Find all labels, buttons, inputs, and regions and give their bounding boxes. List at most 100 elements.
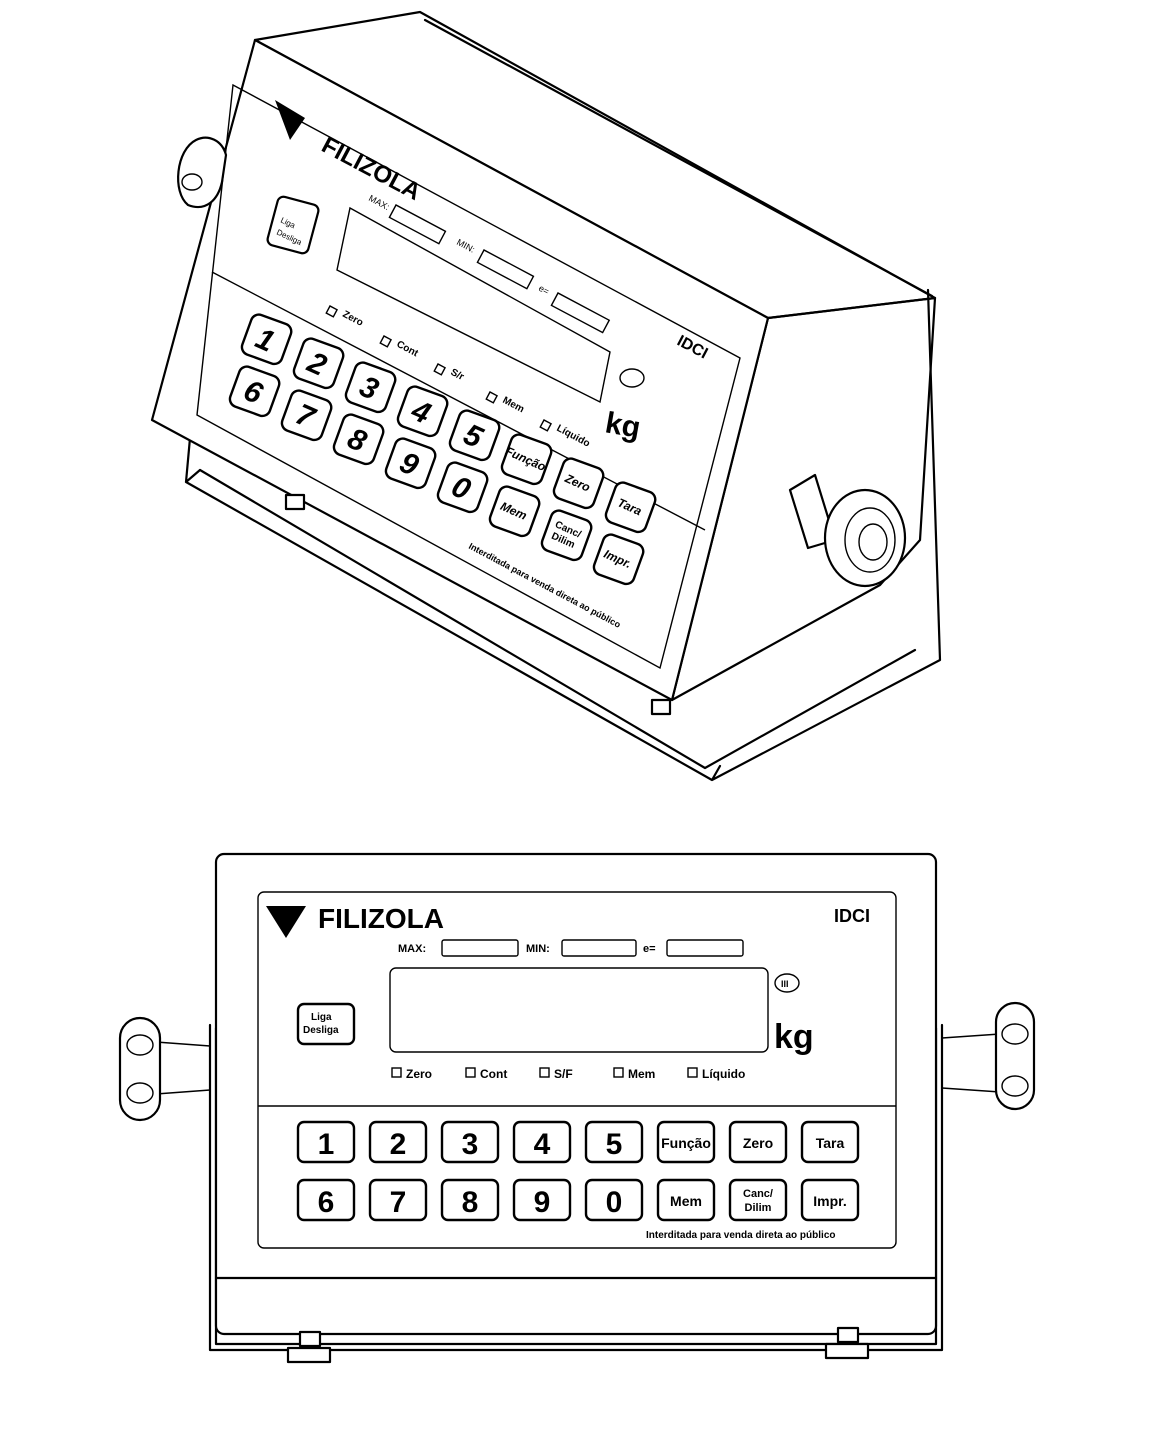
front-power-button[interactable] [296, 1002, 356, 1046]
front-key-label: Função [661, 1135, 711, 1151]
iso-key[interactable] [344, 360, 398, 414]
iso-key[interactable] [488, 484, 542, 538]
front-key[interactable] [800, 1120, 860, 1164]
front-foot-left [286, 1346, 332, 1364]
front-indicator-label: Zero [406, 1067, 432, 1081]
front-key[interactable] [584, 1120, 644, 1164]
front-key-label: 8 [462, 1186, 479, 1219]
front-key-label: Zero [743, 1135, 773, 1151]
iso-foot-left [284, 493, 306, 511]
front-key[interactable] [656, 1178, 716, 1222]
front-key[interactable] [368, 1178, 428, 1222]
iso-indicator-lamp [379, 335, 393, 348]
iso-bracket [184, 288, 942, 782]
front-brand-text: FILIZOLA [318, 903, 444, 934]
front-max-label: MAX: [398, 943, 426, 955]
iso-key[interactable] [228, 364, 282, 418]
iso-key[interactable] [396, 384, 450, 438]
iso-class-mark [619, 368, 645, 388]
front-logo-icon [266, 906, 306, 938]
front-key[interactable] [296, 1178, 356, 1222]
front-key[interactable] [440, 1178, 500, 1222]
front-key-label: 2 [390, 1128, 407, 1161]
front-key[interactable] [728, 1120, 788, 1164]
front-key[interactable] [728, 1178, 788, 1222]
iso-key[interactable] [500, 432, 554, 486]
front-indicator-lamp [391, 1067, 402, 1078]
front-key[interactable] [440, 1120, 500, 1164]
front-foot-right-top [836, 1326, 860, 1344]
iso-power-button[interactable] [266, 195, 320, 255]
iso-key[interactable] [332, 412, 386, 466]
iso-max-field [388, 204, 447, 245]
front-key[interactable] [512, 1120, 572, 1164]
front-key-label: 7 [390, 1186, 407, 1219]
front-min-label: MIN: [526, 943, 550, 955]
iso-logo-icon [275, 100, 305, 140]
front-key[interactable] [512, 1178, 572, 1222]
iso-key[interactable] [448, 408, 502, 462]
front-key[interactable] [584, 1178, 644, 1222]
front-panel [257, 891, 897, 1249]
front-model-text: IDCI [834, 906, 870, 926]
front-e-label: e= [643, 943, 656, 955]
iso-foot-right [650, 698, 672, 716]
front-e-field [666, 939, 744, 957]
front-indicator-lamp [613, 1067, 624, 1078]
iso-key[interactable] [604, 480, 658, 534]
front-indicator-label: Mem [628, 1067, 655, 1081]
iso-unit-text: kg [603, 406, 643, 445]
front-key-label: 9 [534, 1186, 551, 1219]
front-foot-left-top [298, 1330, 322, 1348]
iso-key[interactable] [552, 456, 606, 510]
front-max-field [441, 939, 519, 957]
front-key-label: Tara [816, 1135, 845, 1151]
front-indicators: Zero Cont S/F Mem Líquido [391, 1067, 745, 1081]
front-indicator-label: S/F [554, 1067, 573, 1081]
front-key-label: 0 [606, 1186, 623, 1219]
front-key-label: 6 [318, 1186, 335, 1219]
front-power-label-1: Liga [311, 1012, 332, 1023]
isometric-view: FILIZOLA IDCI Liga Desliga MAX: MIN: e= … [150, 10, 942, 782]
front-key[interactable] [656, 1120, 716, 1164]
front-view: FILIZOLA IDCI MAX: MIN: e= III kg Liga D… [118, 852, 1036, 1364]
iso-key[interactable] [292, 336, 346, 390]
front-right-knob [941, 1001, 1036, 1111]
front-key-label: 3 [462, 1128, 479, 1161]
front-notice-text: Interditada para venda direta ao público [646, 1230, 836, 1241]
iso-indicator-lamp [539, 419, 553, 432]
front-key-label: 4 [534, 1128, 551, 1161]
front-key-label: Dilim [745, 1202, 772, 1214]
iso-indicator-lamp [325, 305, 339, 318]
iso-e-field [550, 292, 611, 334]
front-indicator-lamp [687, 1067, 698, 1078]
iso-key[interactable] [384, 436, 438, 490]
front-indicator-label: Cont [480, 1067, 507, 1081]
front-key[interactable] [296, 1120, 356, 1164]
front-indicator-label: Líquido [702, 1067, 745, 1081]
iso-key[interactable] [240, 312, 294, 366]
front-key[interactable] [800, 1178, 860, 1222]
front-left-knob [118, 1016, 211, 1122]
front-indicator-lamp [465, 1067, 476, 1078]
iso-key[interactable] [592, 532, 646, 586]
front-min-field [561, 939, 637, 957]
front-display [389, 967, 769, 1053]
iso-key[interactable] [540, 508, 594, 562]
iso-left-knob [177, 136, 228, 208]
front-key-label: 1 [318, 1128, 335, 1161]
front-key-label: Impr. [813, 1193, 846, 1209]
front-indicator-lamp [539, 1067, 550, 1078]
front-key[interactable] [368, 1120, 428, 1164]
front-bracket [208, 1023, 944, 1352]
iso-indicator-lamp [433, 363, 447, 376]
front-class-mark [774, 973, 800, 993]
iso-right-knob [788, 473, 907, 588]
iso-key[interactable] [436, 460, 490, 514]
front-unit-text: kg [774, 1018, 814, 1056]
front-key-label: 5 [606, 1128, 623, 1161]
iso-key[interactable] [280, 388, 334, 442]
iso-e-label: e= [537, 283, 551, 297]
